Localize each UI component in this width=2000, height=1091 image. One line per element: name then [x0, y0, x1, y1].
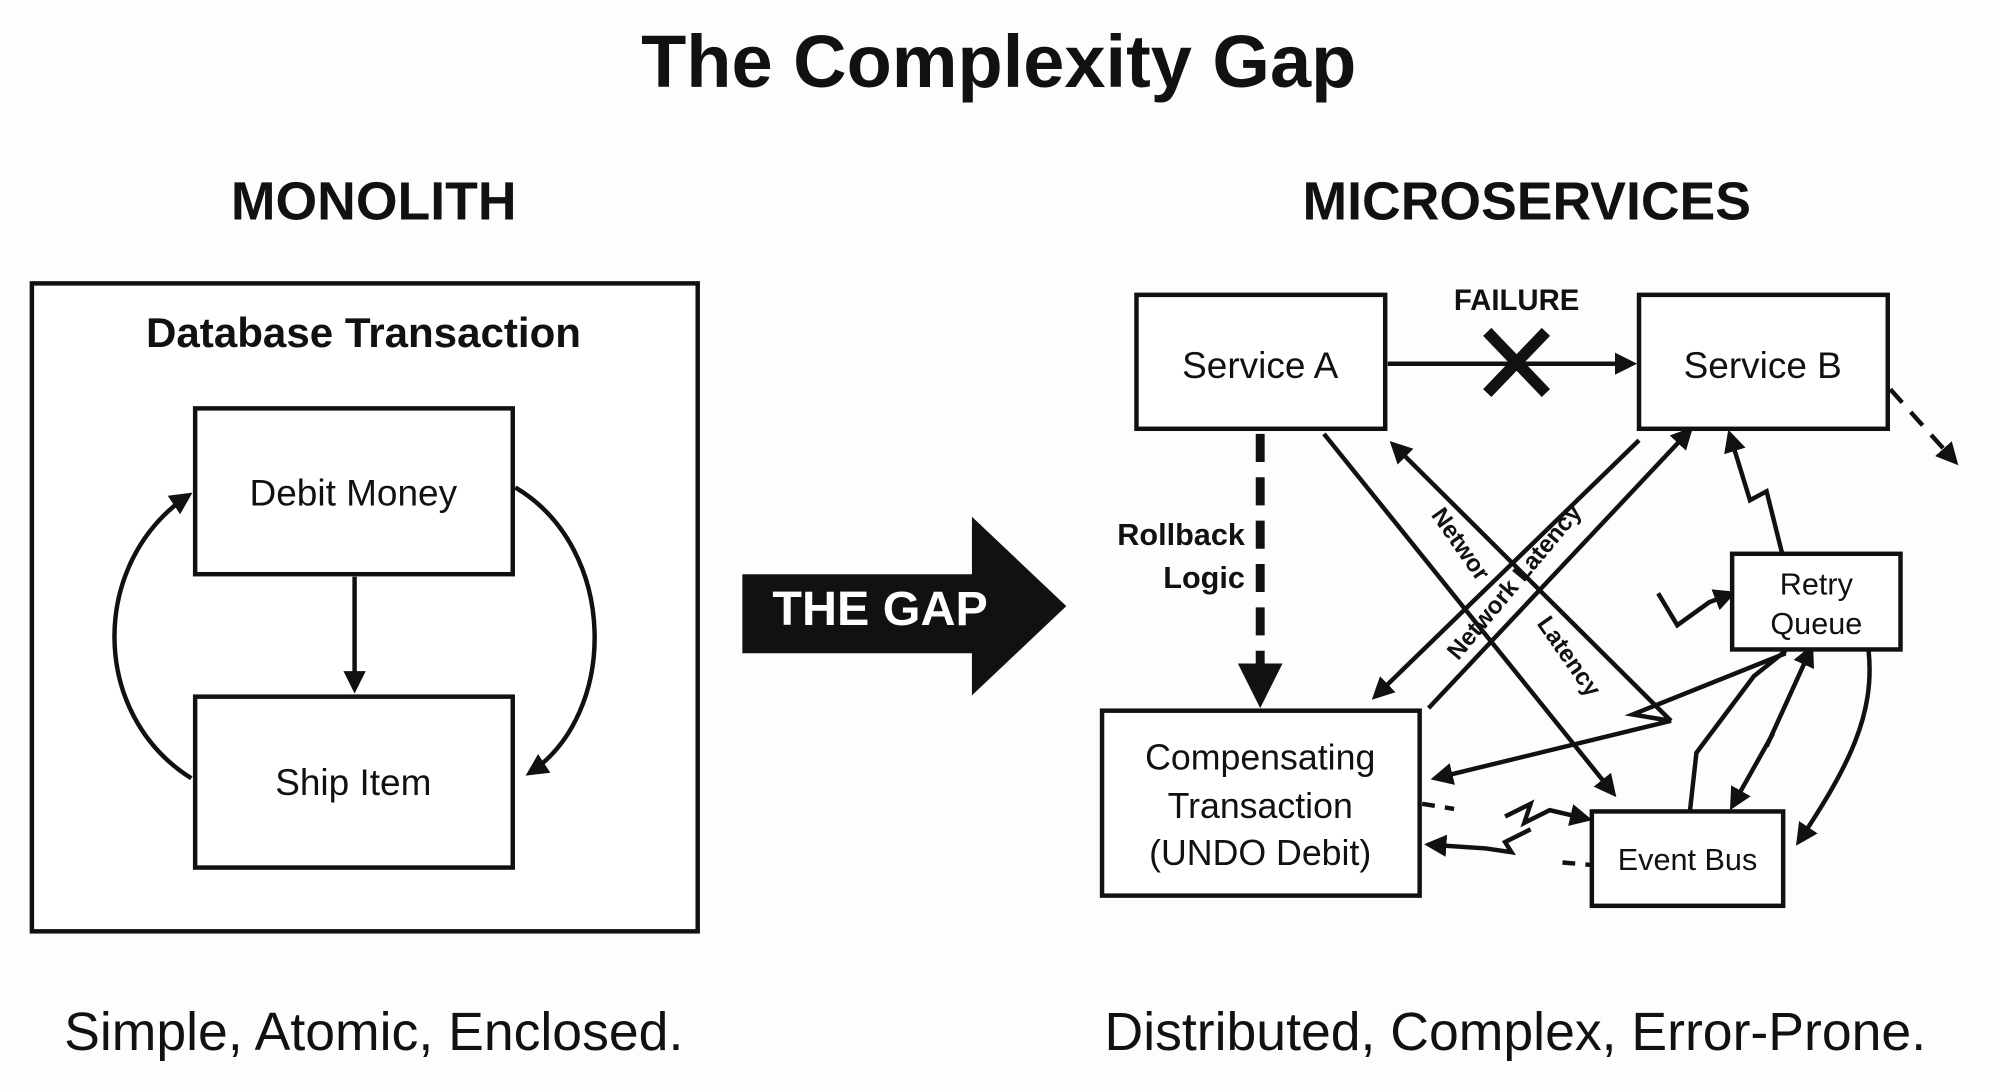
service-b-label: Service B — [1684, 345, 1842, 386]
rollback-label-line2: Logic — [1163, 561, 1245, 595]
gap-arrow-icon — [742, 516, 1067, 696]
database-transaction-label: Database Transaction — [146, 309, 581, 356]
monolith-heading: MONOLITH — [231, 173, 517, 232]
ship-item-box — [192, 694, 515, 870]
latency-label: Latency — [1531, 611, 1606, 702]
retry-queue-label-line1: Retry — [1780, 568, 1854, 602]
loop-arrow-right — [514, 485, 597, 776]
compensating-label-line1: Compensating — [1145, 737, 1375, 777]
service-b-box — [1636, 292, 1890, 432]
compensating-label-line2: Transaction — [1168, 786, 1353, 826]
microservices-caption: Distributed, Complex, Error-Prone. — [1105, 1003, 1927, 1062]
compensating-transaction-box — [1099, 708, 1422, 898]
retry-queue-label-line2: Queue — [1770, 607, 1862, 641]
service-a-label: Service A — [1182, 345, 1339, 386]
compensating-label-line3: (UNDO Debit) — [1149, 833, 1371, 873]
rollback-label-line1: Rollback — [1117, 518, 1246, 552]
monolith-caption: Simple, Atomic, Enclosed. — [64, 1003, 683, 1062]
page-title: The Complexity Gap — [641, 20, 1356, 103]
debit-money-box — [192, 406, 515, 577]
failure-x-icon — [1483, 327, 1551, 398]
gap-arrow-label: THE GAP — [772, 582, 987, 636]
service-b-dashed-arrow — [1888, 387, 1959, 466]
retry-queue-box — [1729, 551, 1903, 652]
event-bus-label: Event Bus — [1618, 843, 1758, 877]
service-a-box — [1134, 292, 1388, 432]
microservices-heading: MICROSERVICES — [1303, 173, 1751, 232]
debit-money-label: Debit Money — [250, 472, 458, 513]
loop-arrow-left — [112, 492, 193, 781]
ship-item-label: Ship Item — [275, 762, 431, 803]
failure-label: FAILURE — [1454, 284, 1579, 317]
event-bus-box — [1589, 809, 1786, 909]
